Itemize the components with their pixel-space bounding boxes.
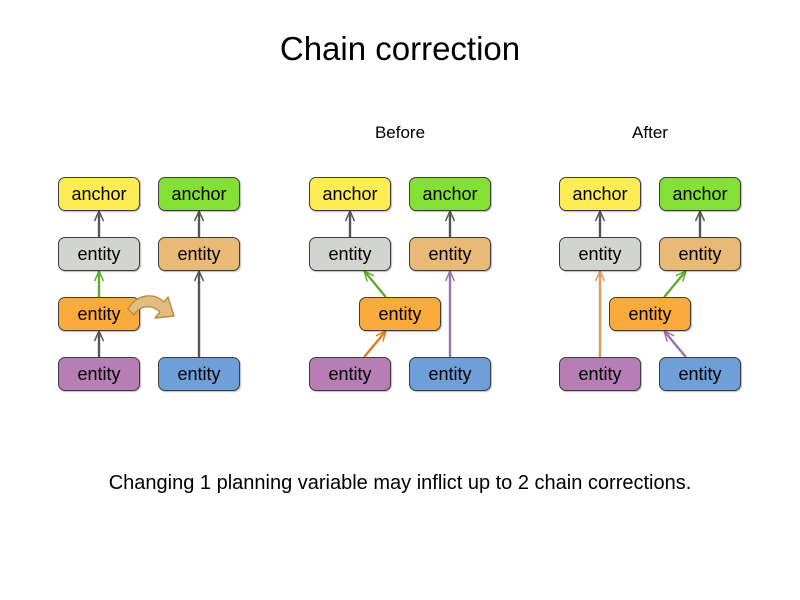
node-label: entity <box>378 304 422 324</box>
node-label: anchor <box>672 184 728 204</box>
panel-label-after: After <box>632 123 668 142</box>
node-label: entity <box>77 364 121 384</box>
node-p3-anchor-green[interactable]: anchor <box>659 177 741 211</box>
edge-p3-entity-orange-to-p3-entity-tan <box>663 269 688 298</box>
node-label: entity <box>628 304 672 324</box>
edge-p1-entity-gray-to-p1-anchor-yellow <box>93 209 105 237</box>
edge-p2-entity-tan-to-p2-anchor-green <box>444 209 456 237</box>
node-p1-entity-blue[interactable]: entity <box>158 357 240 391</box>
edge-p1-entity-orange-to-p1-entity-gray <box>93 269 105 297</box>
edge-p2-entity-purple-to-p2-entity-orange <box>363 329 388 358</box>
node-label: entity <box>678 244 722 264</box>
node-p3-entity-blue[interactable]: entity <box>659 357 741 391</box>
node-label: entity <box>328 244 372 264</box>
edge-p3-entity-blue-to-p3-entity-orange <box>662 329 687 358</box>
edge-p1-entity-tan-to-p1-anchor-green <box>193 209 205 237</box>
node-p2-entity-orange[interactable]: entity <box>359 297 441 331</box>
edge-p1-entity-blue-to-p1-entity-tan <box>193 269 205 357</box>
node-label: entity <box>177 364 221 384</box>
node-p2-anchor-green[interactable]: anchor <box>409 177 491 211</box>
node-label: anchor <box>572 184 628 204</box>
node-label: anchor <box>171 184 227 204</box>
node-label: entity <box>328 364 372 384</box>
node-label: anchor <box>322 184 378 204</box>
move-arrow-icon <box>127 295 175 319</box>
node-p1-entity-gray[interactable]: entity <box>58 237 140 271</box>
node-label: entity <box>428 244 472 264</box>
node-p3-entity-gray[interactable]: entity <box>559 237 641 271</box>
node-label: entity <box>428 364 472 384</box>
edge-p2-entity-gray-to-p2-anchor-yellow <box>344 209 356 237</box>
edge-p1-entity-purple-to-p1-entity-orange <box>93 329 105 357</box>
node-label: anchor <box>422 184 478 204</box>
node-p2-entity-gray[interactable]: entity <box>309 237 391 271</box>
node-p3-anchor-yellow[interactable]: anchor <box>559 177 641 211</box>
node-p1-entity-tan[interactable]: entity <box>158 237 240 271</box>
node-label: entity <box>77 244 121 264</box>
edge-p3-entity-tan-to-p3-anchor-green <box>694 209 706 237</box>
node-label: anchor <box>71 184 127 204</box>
node-p2-entity-purple[interactable]: entity <box>309 357 391 391</box>
edge-p3-entity-purple-to-p3-entity-gray <box>594 269 606 357</box>
node-p1-anchor-yellow[interactable]: anchor <box>58 177 140 211</box>
edge-p3-entity-gray-to-p3-anchor-yellow <box>594 209 606 237</box>
node-label: entity <box>77 304 121 324</box>
panel-label-before: Before <box>374 123 426 142</box>
edge-p2-entity-blue-to-p2-entity-tan <box>444 269 456 357</box>
node-p3-entity-orange[interactable]: entity <box>609 297 691 331</box>
node-label: entity <box>578 364 622 384</box>
page-title: Chain correction <box>279 30 521 67</box>
node-p3-entity-purple[interactable]: entity <box>559 357 641 391</box>
node-p1-entity-purple[interactable]: entity <box>58 357 140 391</box>
node-p3-entity-tan[interactable]: entity <box>659 237 741 271</box>
node-label: entity <box>177 244 221 264</box>
node-p2-anchor-yellow[interactable]: anchor <box>309 177 391 211</box>
node-p2-entity-blue[interactable]: entity <box>409 357 491 391</box>
edge-p2-entity-orange-to-p2-entity-gray <box>362 269 387 298</box>
node-label: entity <box>678 364 722 384</box>
slide-caption: Changing 1 planning variable may inflict… <box>108 472 692 494</box>
node-p1-entity-orange[interactable]: entity <box>58 297 140 331</box>
node-p2-entity-tan[interactable]: entity <box>409 237 491 271</box>
node-label: entity <box>578 244 622 264</box>
node-p1-anchor-green[interactable]: anchor <box>158 177 240 211</box>
